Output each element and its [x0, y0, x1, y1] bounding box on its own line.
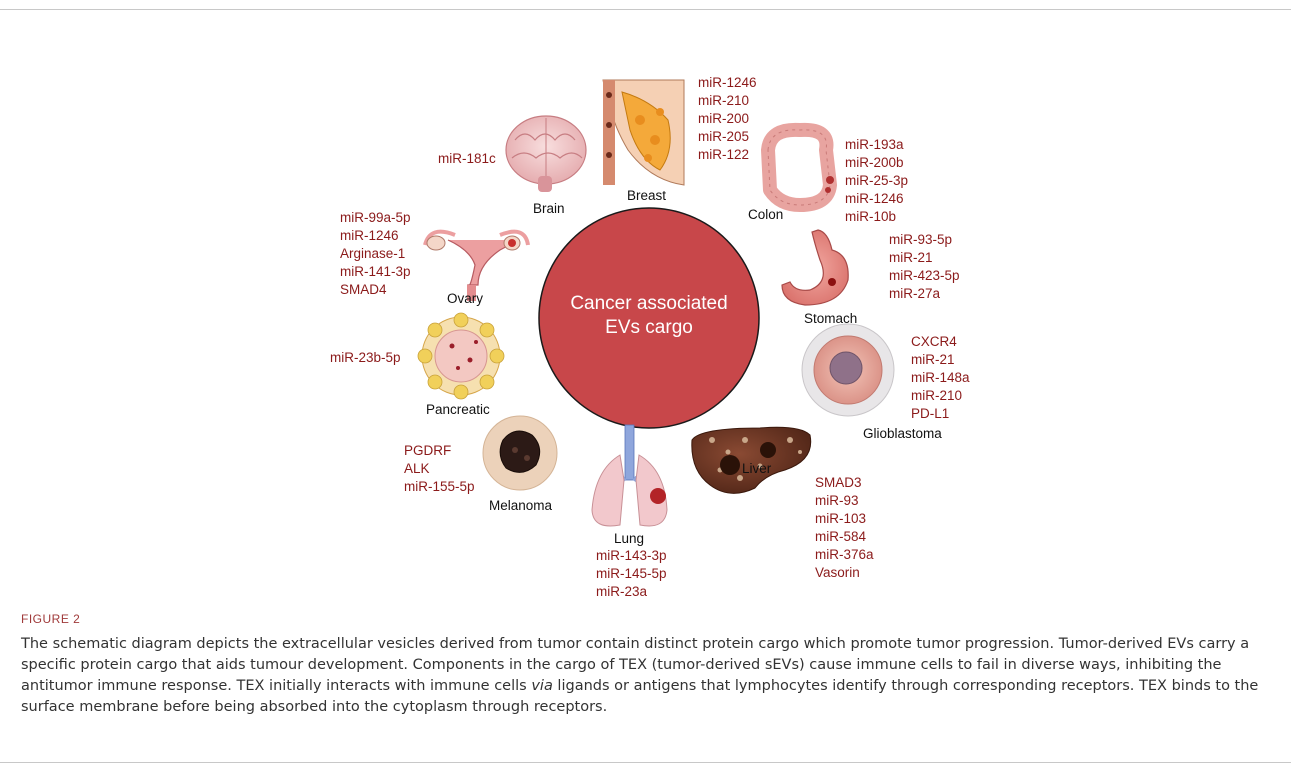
pancreatic-label: Pancreatic	[426, 402, 490, 417]
glioblastoma-cargo-item: CXCR4	[911, 334, 957, 349]
melanoma-illustration	[483, 416, 557, 490]
center-title-line2: EVs cargo	[605, 317, 693, 338]
glioblastoma-label: Glioblastoma	[863, 426, 942, 441]
colon-cargo-item: miR-10b	[845, 209, 896, 224]
pancreatic-cargo-list: miR-23b-5p	[330, 350, 401, 365]
ovary-cargo-item: Arginase-1	[340, 246, 405, 261]
ovary-cargo-item: miR-1246	[340, 228, 399, 243]
ovary-cargo-item: SMAD4	[340, 282, 387, 297]
stomach-cargo-item: miR-423-5p	[889, 268, 960, 283]
breast-cargo-item: miR-200	[698, 111, 749, 126]
stomach-cargo-item: miR-27a	[889, 286, 941, 301]
glioblastoma-illustration	[802, 324, 894, 416]
stomach-cargo-item: miR-93-5p	[889, 232, 952, 247]
brain-illustration	[506, 116, 586, 192]
liver-cargo-item: miR-376a	[815, 547, 874, 562]
melanoma-cargo-item: ALK	[404, 461, 430, 476]
glioblastoma-cargo-item: miR-210	[911, 388, 962, 403]
melanoma-cargo-item: PGDRF	[404, 443, 451, 458]
breast-cargo-list: miR-1246 miR-210 miR-200 miR-205 miR-122	[698, 75, 757, 162]
brain-cargo-list: miR-181c	[438, 151, 496, 166]
liver-cargo-item: SMAD3	[815, 475, 862, 490]
colon-cargo-item: miR-200b	[845, 155, 904, 170]
liver-cargo-item: Vasorin	[815, 565, 860, 580]
center-title-line1: Cancer associated	[570, 293, 727, 314]
stomach-cargo-item: miR-21	[889, 250, 933, 265]
breast-cargo-item: miR-122	[698, 147, 749, 162]
stomach-illustration	[782, 230, 848, 305]
liver-cargo-item: miR-584	[815, 529, 867, 544]
figure-label: FIGURE 2	[21, 612, 80, 626]
melanoma-label: Melanoma	[489, 498, 553, 513]
melanoma-cargo-item: miR-155-5p	[404, 479, 475, 494]
breast-illustration	[603, 80, 684, 185]
pancreatic-cargo-item: miR-23b-5p	[330, 350, 401, 365]
brain-cargo-item: miR-181c	[438, 151, 496, 166]
lung-illustration	[592, 425, 667, 526]
pancreatic-illustration	[418, 313, 504, 399]
colon-illustration	[768, 130, 834, 205]
lung-cargo-item: miR-143-3p	[596, 548, 667, 563]
breast-label: Breast	[627, 188, 666, 203]
caption-text-via: via	[531, 678, 553, 694]
breast-cargo-item: miR-205	[698, 129, 749, 144]
ovary-cargo-item: miR-99a-5p	[340, 210, 411, 225]
liver-cargo-item: miR-93	[815, 493, 859, 508]
glioblastoma-cargo-item: miR-148a	[911, 370, 970, 385]
ovary-label: Ovary	[447, 291, 483, 306]
melanoma-cargo-list: PGDRF ALK miR-155-5p	[404, 443, 475, 494]
colon-label: Colon	[748, 207, 783, 222]
breast-cargo-item: miR-1246	[698, 75, 757, 90]
ovary-cargo-item: miR-141-3p	[340, 264, 411, 279]
lung-cargo-item: miR-23a	[596, 584, 648, 599]
colon-cargo-item: miR-1246	[845, 191, 904, 206]
liver-label: Liver	[742, 461, 772, 476]
glioblastoma-cargo-item: PD-L1	[911, 406, 949, 421]
ev-cargo-diagram: Cancer associated EVs cargo Brain miR-18…	[0, 0, 1293, 610]
glioblastoma-cargo-item: miR-21	[911, 352, 955, 367]
breast-cargo-item: miR-210	[698, 93, 749, 108]
liver-cargo-item: miR-103	[815, 511, 866, 526]
lung-cargo-list: miR-143-3p miR-145-5p miR-23a	[596, 548, 667, 599]
figure-caption: The schematic diagram depicts the extrac…	[21, 634, 1276, 718]
lung-label: Lung	[614, 531, 644, 546]
stomach-cargo-list: miR-93-5p miR-21 miR-423-5p miR-27a	[889, 232, 960, 301]
lung-cargo-item: miR-145-5p	[596, 566, 667, 581]
center-node: Cancer associated EVs cargo	[539, 208, 759, 428]
brain-label: Brain	[533, 201, 565, 216]
colon-cargo-list: miR-193a miR-200b miR-25-3p miR-1246 miR-10b	[845, 137, 908, 224]
colon-cargo-item: miR-193a	[845, 137, 904, 152]
colon-cargo-item: miR-25-3p	[845, 173, 908, 188]
